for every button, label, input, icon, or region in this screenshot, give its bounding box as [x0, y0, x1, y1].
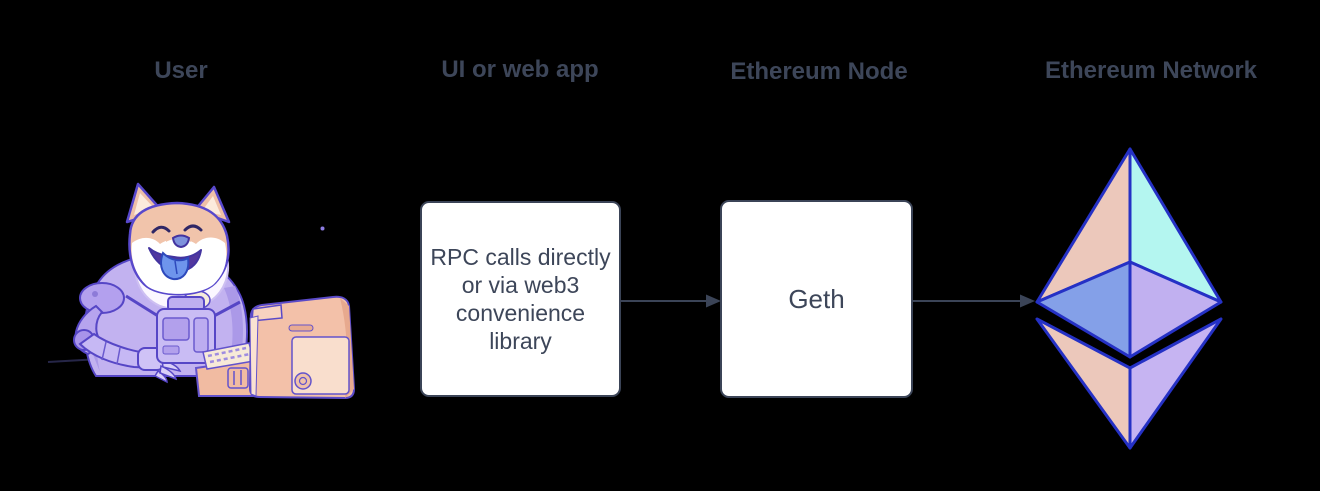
monitor-fan-hub — [298, 376, 308, 386]
arrow-node-to-network — [913, 294, 1035, 308]
nose-icon — [171, 234, 191, 249]
base-slot-frame — [227, 367, 249, 389]
star-speck-icon — [320, 226, 325, 231]
arrow-ui-to-node — [621, 294, 721, 308]
forearm-segments — [101, 341, 121, 365]
ethereum-logo-icon — [1035, 147, 1223, 450]
eth-face-lower-right — [1128, 317, 1223, 450]
pack-pocket-right — [193, 317, 209, 353]
rpc-line-2: or via web3 — [461, 272, 580, 298]
label-ethereum-network: Ethereum Network — [1044, 57, 1258, 84]
box-geth: Geth — [720, 200, 913, 398]
label-user: User — [154, 57, 208, 84]
rpc-line-3: convenience — [455, 300, 586, 326]
label-ui-or-web-app: UI or web app — [441, 56, 599, 83]
box-rpc-calls: RPC calls directly or via web3 convenien… — [420, 201, 621, 397]
tongue-crease — [174, 260, 178, 275]
monitor-fan — [294, 372, 312, 390]
doge-astronaut-illustration — [47, 182, 356, 400]
shoulder-rivet — [92, 291, 98, 297]
tongue-icon — [160, 251, 190, 281]
pack-slot — [162, 345, 180, 355]
pack-pocket-left — [162, 317, 190, 341]
left-eye-icon — [151, 225, 171, 234]
label-ethereum-node: Ethereum Node — [730, 58, 908, 85]
monitor-left-edge — [249, 315, 259, 397]
right-eye-icon — [183, 224, 203, 232]
monitor-vent — [288, 324, 314, 332]
rpc-line-1: RPC calls directly — [430, 244, 611, 270]
geth-label: Geth — [788, 283, 845, 314]
pack-straps — [125, 294, 241, 318]
rpc-line-4: library — [489, 328, 552, 354]
eth-face-mid-right — [1128, 260, 1223, 359]
base-slots — [233, 370, 242, 385]
shoulder-pad-icon — [79, 282, 125, 314]
